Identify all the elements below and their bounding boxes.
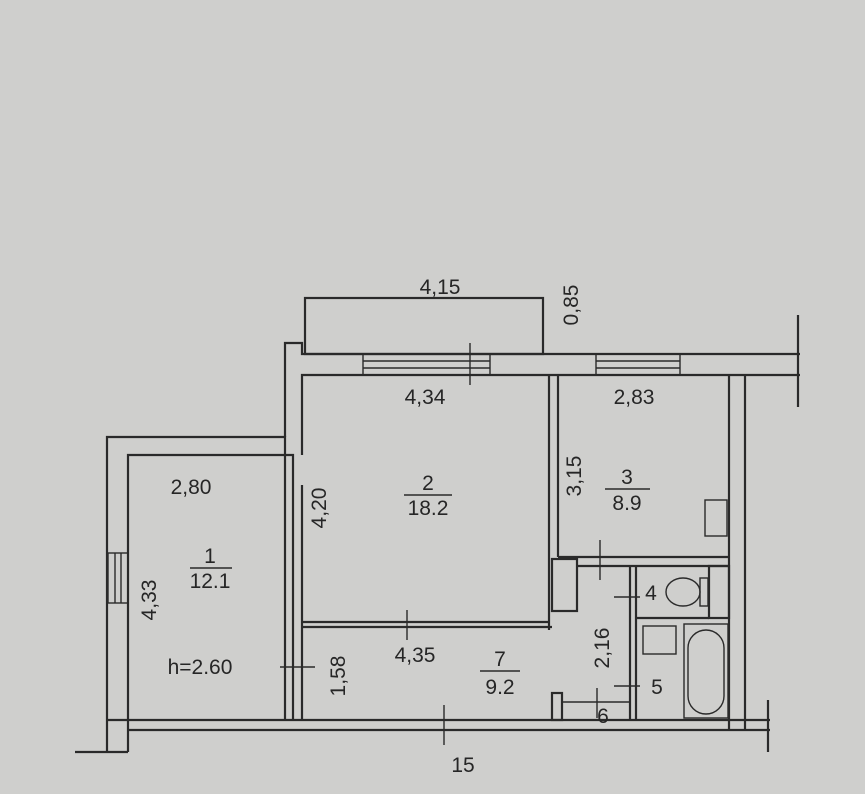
svg-text:1: 1 — [204, 545, 216, 568]
room-1-label: 1 12.1 — [190, 545, 232, 593]
svg-text:9.2: 9.2 — [485, 676, 514, 699]
corridor-width: 4,35 — [395, 644, 436, 667]
svg-text:3: 3 — [621, 466, 633, 489]
dimension-ticks — [280, 540, 640, 745]
toilet-icon — [665, 577, 709, 607]
room1-depth: 4,33 — [138, 580, 161, 621]
svg-text:12.1: 12.1 — [190, 570, 231, 593]
sink-room3 — [704, 499, 728, 537]
room2-width: 4,34 — [405, 386, 446, 409]
ceiling-height: h=2.60 — [168, 656, 233, 679]
room-7-label: 7 9.2 — [480, 648, 520, 699]
room2-depth: 4,20 — [308, 488, 331, 529]
room-3-label: 3 8.9 — [605, 466, 650, 515]
balcony — [303, 296, 545, 356]
interior-walls — [300, 375, 731, 722]
balcony-width: 4,15 — [420, 276, 461, 299]
corridor-depth: 1,58 — [327, 656, 350, 697]
svg-text:8.9: 8.9 — [612, 492, 641, 515]
toilet-callout: 4 — [645, 582, 657, 605]
room1-width: 2,80 — [171, 476, 212, 499]
svg-text:18.2: 18.2 — [408, 497, 449, 520]
window-room1 — [107, 552, 129, 604]
room3-width: 2,83 — [614, 386, 655, 409]
svg-text:2: 2 — [422, 472, 434, 495]
bathroom-callout: 5 — [651, 676, 663, 699]
closet-callout: 6 — [597, 705, 609, 728]
room-2-label: 2 18.2 — [404, 472, 452, 520]
bathtub-icon — [683, 623, 729, 719]
washbasin-icon — [642, 625, 677, 655]
window-room3 — [595, 353, 681, 376]
room3-depth: 3,15 — [563, 456, 586, 497]
window-room2 — [362, 343, 491, 385]
axis-label: 15 — [451, 754, 474, 777]
hall-depth: 2,16 — [591, 628, 614, 669]
balcony-depth: 0,85 — [560, 285, 583, 326]
exterior-walls — [75, 315, 800, 754]
svg-text:7: 7 — [494, 648, 506, 671]
